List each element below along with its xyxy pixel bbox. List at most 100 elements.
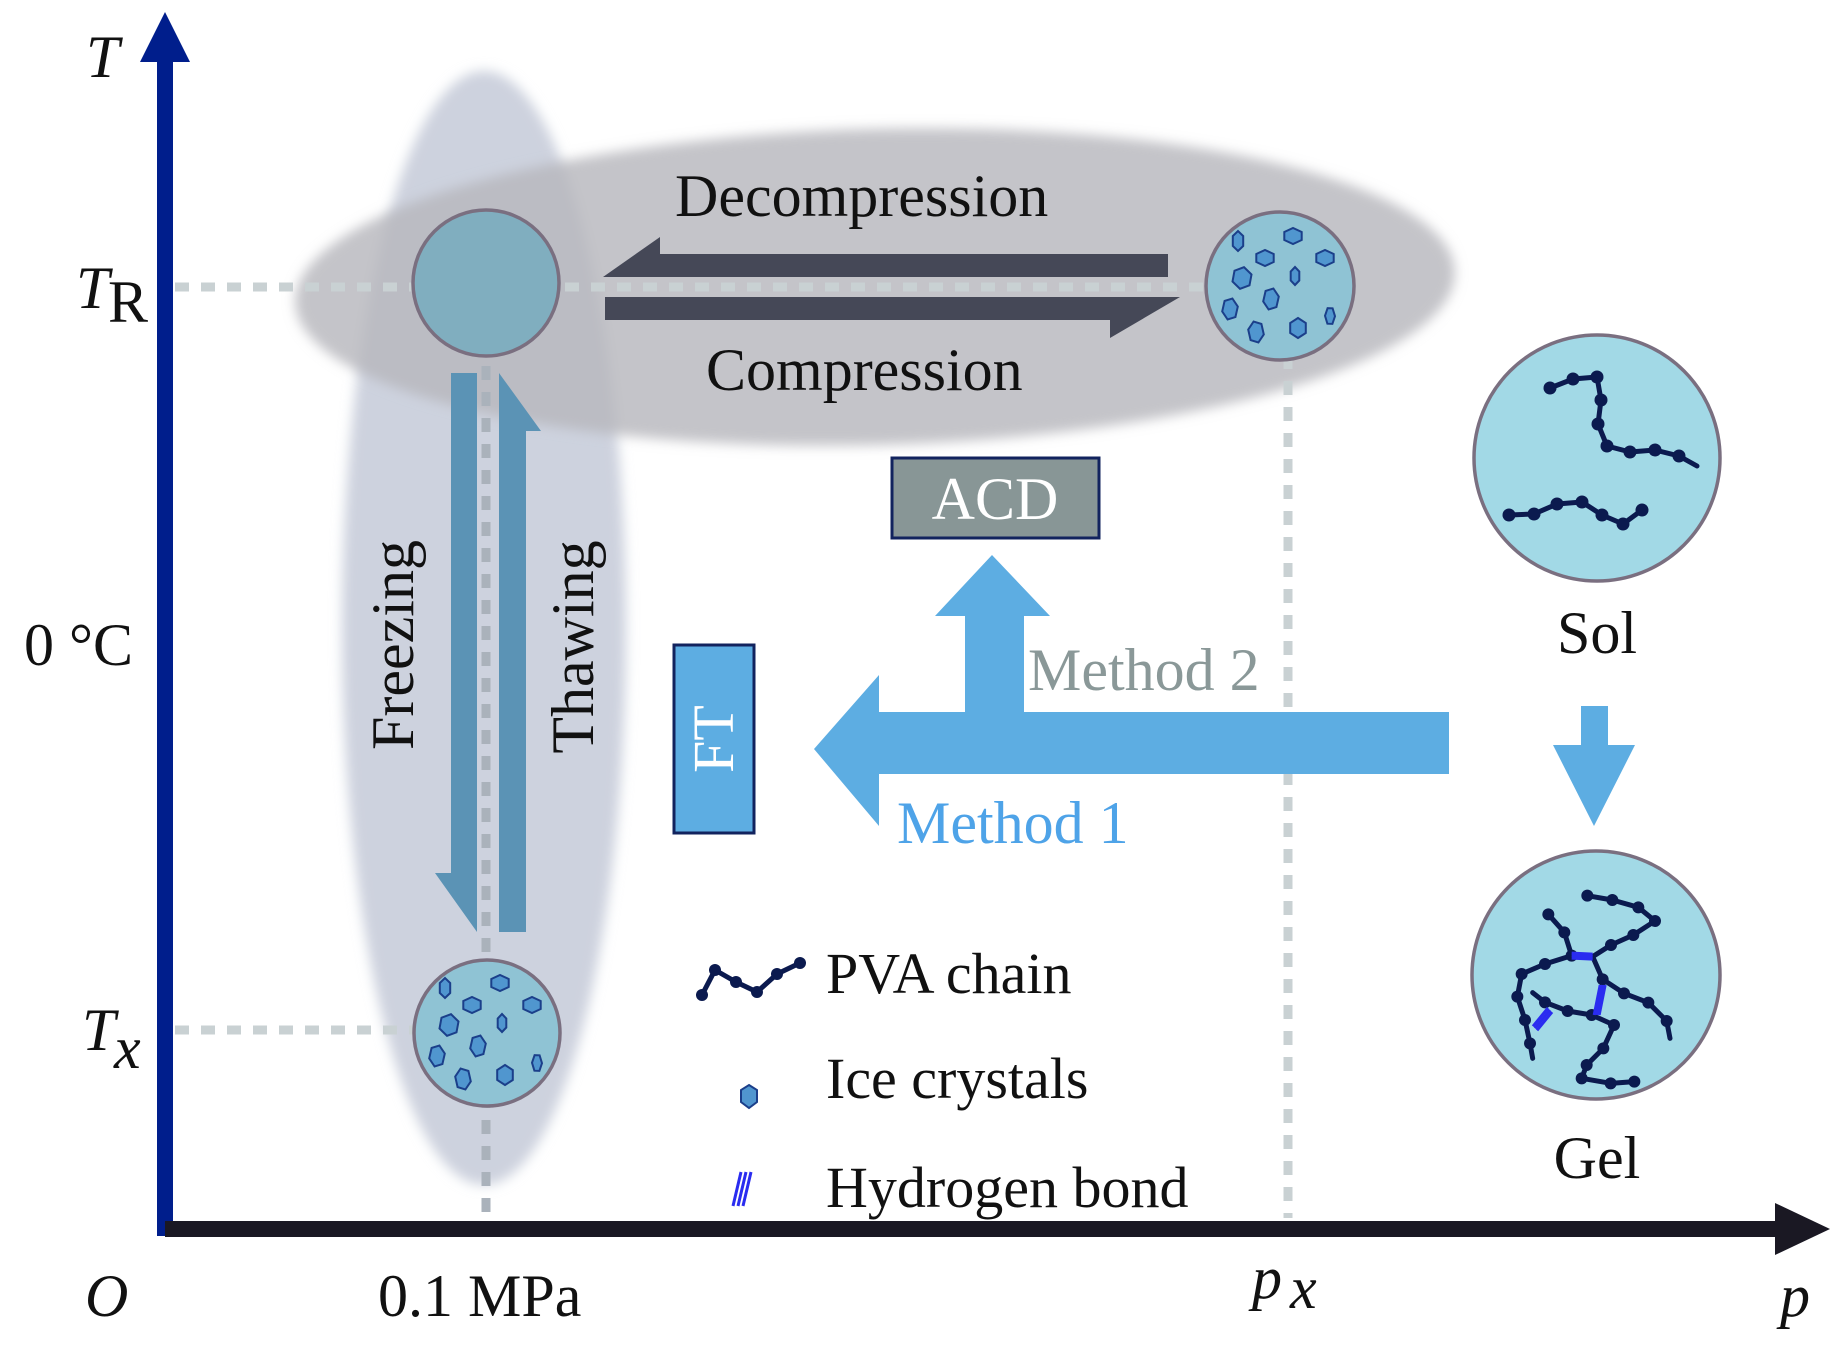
y-axis-arrowhead: [140, 12, 190, 62]
chain-bead: [696, 989, 708, 1001]
pva-chain: [1530, 990, 1637, 1086]
chain-bead: [1597, 1042, 1610, 1055]
chain-bead: [1594, 393, 1608, 407]
chain-bead: [1566, 372, 1580, 386]
x-axis: [165, 1203, 1830, 1255]
pva-chain-icon: [696, 957, 806, 1001]
chain-bead: [709, 964, 721, 976]
chain-bead: [1627, 929, 1640, 941]
hydrogen-bond: [1571, 951, 1593, 956]
ice-crystal: [1315, 248, 1335, 268]
chain-bead: [1632, 901, 1645, 914]
tick-px: p x: [1248, 1245, 1317, 1321]
compression-arrow: [605, 297, 1180, 338]
chain-bead: [1515, 968, 1528, 980]
legend-item-hydrogen-bond: Hydrogen bond: [731, 1155, 1188, 1220]
sol-state: [1472, 333, 1722, 583]
ice-crystal: [490, 973, 510, 993]
thawing-arrow: [499, 373, 541, 932]
chain-bead: [1527, 507, 1541, 521]
gel-label: Gel: [1554, 1125, 1641, 1191]
hydrogen-bond: [1535, 1011, 1554, 1032]
chain-bead: [1543, 381, 1557, 395]
ice-state-freezing: [412, 958, 562, 1108]
chain-bead: [1628, 1075, 1641, 1088]
chain-bead: [1591, 417, 1605, 431]
pva-chain: [1547, 374, 1700, 469]
chain-bead: [1606, 894, 1619, 906]
ice-crystal: [1262, 287, 1280, 311]
chain-bead: [1539, 958, 1551, 970]
chain-bead: [1575, 1072, 1588, 1085]
chain-bead: [1596, 973, 1609, 986]
solution-state-room-temp: [411, 208, 561, 358]
ice-crystal: [438, 976, 452, 1000]
ice-crystal: [454, 1067, 472, 1091]
method2-label: Method 2: [1028, 637, 1260, 703]
svg-text:Ice crystals: Ice crystals: [826, 1046, 1088, 1111]
ft-label: FT: [681, 705, 746, 773]
ice-crystal: [522, 995, 542, 1015]
chain-bead: [1600, 439, 1614, 453]
chain-bead: [1550, 497, 1564, 511]
ice-crystal: [1247, 320, 1265, 344]
decompression-arrow: [603, 237, 1168, 277]
sol-to-gel-arrow: [1553, 706, 1635, 826]
tick-TR: T R: [76, 255, 148, 335]
chain-bead: [1539, 996, 1551, 1009]
chain-bead: [1575, 495, 1589, 509]
ice-crystal: [496, 1012, 508, 1034]
svg-text:x: x: [113, 1015, 141, 1081]
chain-bead: [1648, 443, 1662, 457]
ice-crystal: [428, 1044, 446, 1068]
ice-crystal: [1231, 266, 1253, 290]
svg-text:T: T: [82, 997, 119, 1063]
gel-state: [1470, 849, 1722, 1101]
freezing-arrow: [435, 373, 477, 932]
y-axis-label: T: [86, 24, 123, 90]
ice-crystal: [469, 1034, 487, 1058]
chain-bead: [751, 986, 763, 998]
chain-bead: [730, 976, 742, 988]
ice-crystal: [1283, 226, 1303, 246]
chain-bead: [1649, 915, 1661, 927]
hydrogen-bond: [1595, 984, 1605, 1016]
svg-text:T: T: [76, 255, 113, 321]
chain-bead: [1623, 445, 1637, 459]
chain-bead: [1542, 908, 1555, 921]
decompression-label: Decompression: [675, 163, 1048, 229]
ice-crystal: [438, 1013, 460, 1037]
svg-text:Hydrogen bond: Hydrogen bond: [826, 1155, 1188, 1220]
chain-bead: [1616, 517, 1630, 531]
origin-label: O: [85, 1263, 128, 1329]
ice-crystal: [1255, 248, 1275, 268]
chain-bead: [1561, 1005, 1574, 1017]
tick-0C: 0 °C: [24, 612, 133, 678]
legend-item-ice-crystals: Ice crystals: [740, 1046, 1088, 1111]
svg-text:p: p: [1248, 1245, 1282, 1311]
chain-bead: [1590, 370, 1604, 384]
ice-crystal: [1289, 316, 1307, 340]
ice-crystal: [462, 995, 482, 1015]
chain-bead: [1581, 889, 1594, 902]
acd-label: ACD: [932, 466, 1059, 532]
ft-box: FT: [672, 643, 756, 835]
svg-text:R: R: [108, 269, 148, 335]
tick-Tx: T x: [82, 997, 141, 1081]
hydrogen-bond: [1571, 956, 1593, 961]
hydrogen-bond: [1533, 1009, 1552, 1030]
ice-crystal: [1323, 307, 1337, 325]
chain-bead: [1595, 508, 1609, 522]
thawing-label: Thawing: [540, 540, 606, 753]
acd-box: ACD: [890, 456, 1101, 540]
chain-bead: [1519, 1014, 1531, 1026]
hydrogen-bond: [1592, 984, 1602, 1016]
chain-bead: [1604, 1077, 1617, 1090]
method1-label: Method 1: [897, 790, 1129, 856]
legend-item-pva-chain: PVA chain: [696, 941, 1071, 1006]
chain-bead: [1672, 449, 1686, 463]
tick-0.1MPa: 0.1 MPa: [378, 1263, 581, 1329]
ice-crystal: [496, 1063, 514, 1087]
